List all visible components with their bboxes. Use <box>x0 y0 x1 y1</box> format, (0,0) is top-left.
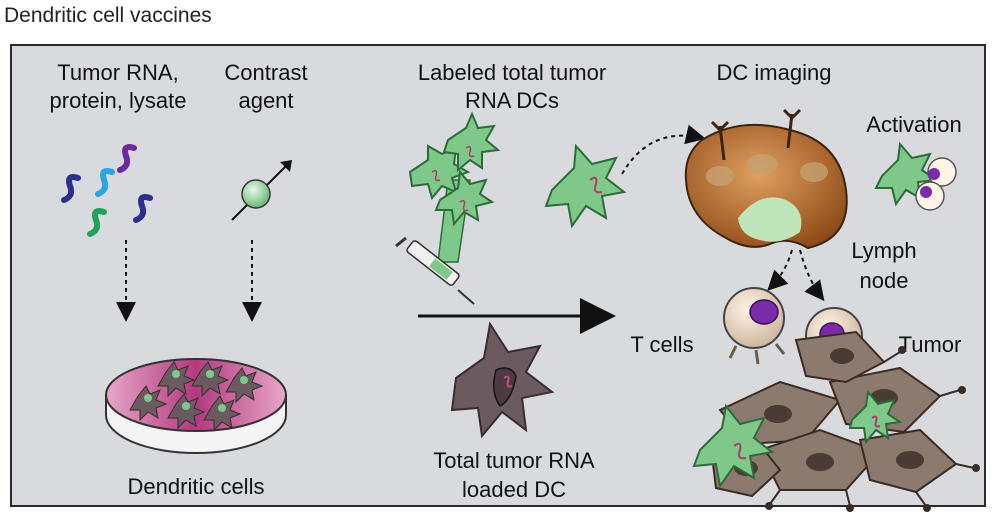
label-loaded-dc: loaded DC <box>462 477 566 502</box>
dashed-arrow-to-lymph <box>621 124 706 175</box>
label-lymph-node: node <box>860 268 909 293</box>
label-tumor-rna: protein, lysate <box>50 88 187 113</box>
tumor-spikes <box>765 346 980 512</box>
activation-icon <box>874 141 957 211</box>
rna-fragments-icon <box>61 144 153 237</box>
tumor-dc-rna <box>733 415 881 460</box>
figure-title: Dendritic cell vaccines <box>4 4 212 27</box>
contrast-agent-icon <box>231 160 292 221</box>
dashed-arrow-to-tcell-right <box>799 249 825 302</box>
lymph-node-icon <box>684 108 848 250</box>
label-dendritic-cells: Dendritic cells <box>128 474 265 499</box>
label-activation: Activation <box>866 112 961 137</box>
loaded-dc-icon <box>450 321 555 439</box>
dendritic-cell-icon <box>544 143 627 229</box>
label-tumor: Tumor <box>899 332 962 357</box>
label-contrast-agent: agent <box>238 88 293 113</box>
label-labeled-dcs: Labeled total tumor <box>418 60 606 85</box>
tumor-nuclei <box>734 348 924 476</box>
labeled-dc-cluster-icon <box>395 111 501 305</box>
label-labeled-dcs: RNA DCs <box>465 88 559 113</box>
label-tumor-rna: Tumor RNA, <box>57 60 178 85</box>
label-dc-imaging: DC imaging <box>717 60 832 85</box>
petri-dish-icon <box>105 358 287 454</box>
dashed-arrow-to-tcell-left <box>767 249 793 291</box>
label-t-cells: T cells <box>630 332 693 357</box>
label-contrast-agent: Contrast <box>224 60 307 85</box>
label-loaded-dc: Total tumor RNA <box>433 448 595 473</box>
label-lymph-node: Lymph <box>851 238 916 263</box>
syringe-icon <box>395 236 475 305</box>
